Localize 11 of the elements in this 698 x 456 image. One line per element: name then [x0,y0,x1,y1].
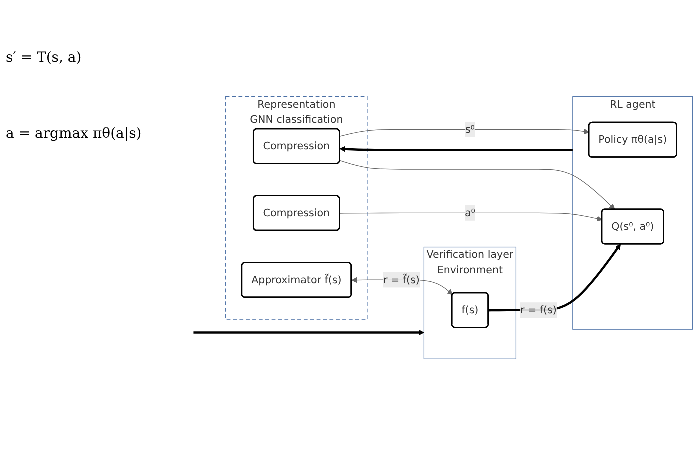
formula-label: a = argmax πθ(a|s) [6,126,143,142]
formula-label: s′ = T(s, a) [6,50,83,66]
edge-label: r = f(s) [520,304,557,316]
edge-label: a⁰ [464,206,476,219]
arrow [340,212,603,222]
arrow [340,129,590,137]
arrow [194,330,424,336]
edge-label: r = f̃(s) [384,274,420,286]
edge-label: s⁰ [465,123,475,136]
arrow [340,160,616,210]
arrow [340,146,573,152]
